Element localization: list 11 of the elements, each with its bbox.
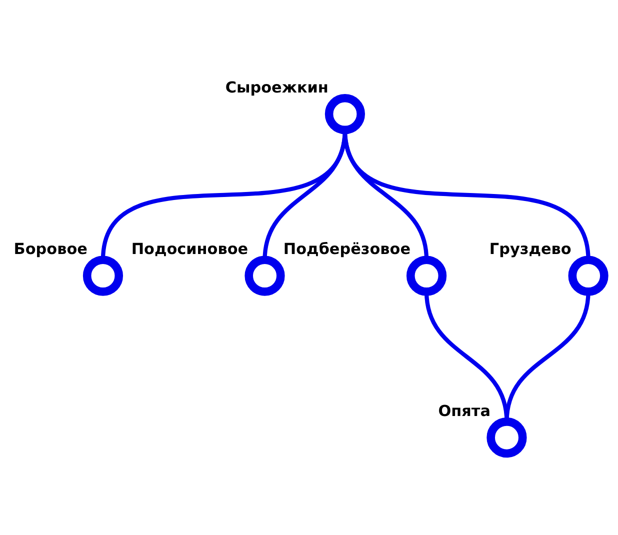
node-circle — [486, 418, 527, 458]
node-label: Сыроежкин — [225, 78, 328, 96]
node-circle — [244, 256, 285, 296]
node-label: Подберёзовое — [283, 240, 411, 258]
node-circle — [406, 256, 447, 296]
node-circle — [568, 256, 608, 296]
node-label: Подосиновое — [131, 240, 248, 258]
node-circle — [82, 256, 124, 296]
node-label: Опята — [438, 402, 490, 420]
node-label: Груздево — [489, 240, 572, 258]
node-label: Боровое — [14, 240, 88, 258]
